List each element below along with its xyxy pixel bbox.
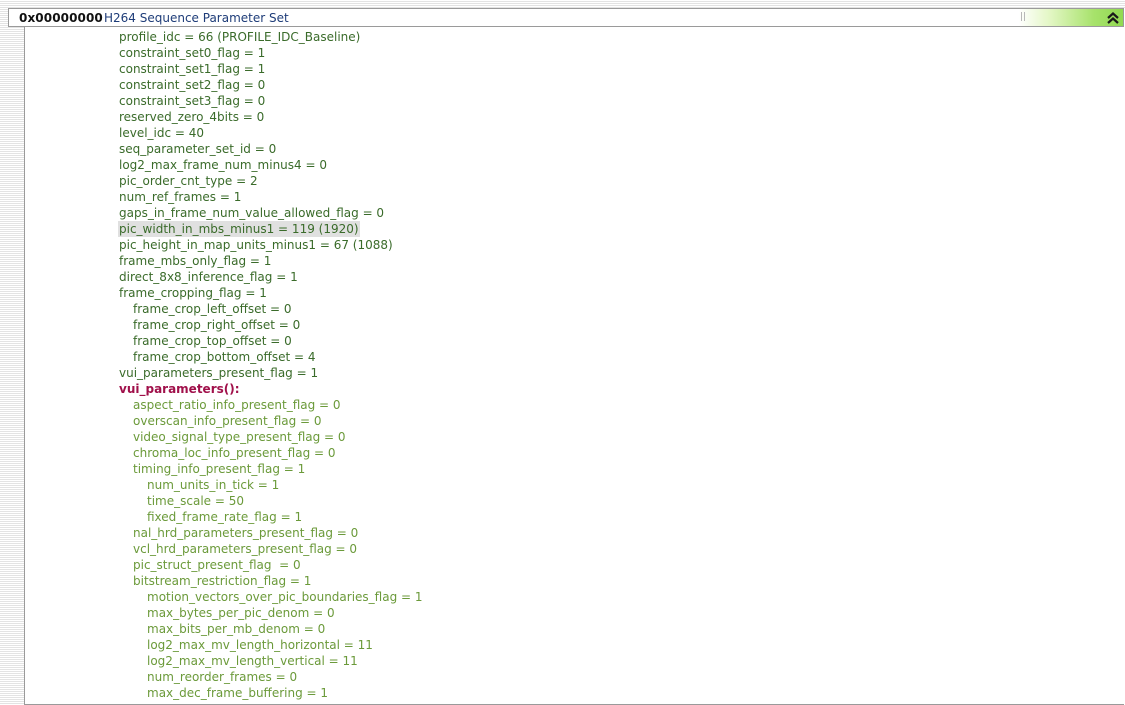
field-text: constraint_set2_flag = 0 bbox=[119, 78, 266, 92]
field-row[interactable]: seq_parameter_set_id = 0 bbox=[25, 141, 1124, 157]
field-text: profile_idc = 66 (PROFILE_IDC_Baseline) bbox=[119, 30, 361, 44]
field-text: log2_max_frame_num_minus4 = 0 bbox=[119, 158, 327, 172]
field-text: timing_info_present_flag = 1 bbox=[133, 462, 306, 476]
field-row[interactable]: frame_mbs_only_flag = 1 bbox=[25, 253, 1124, 269]
field-text: frame_mbs_only_flag = 1 bbox=[119, 254, 272, 268]
sps-panel: 0x00000000 H264 Sequence Parameter Set p… bbox=[8, 8, 1124, 705]
field-row[interactable]: frame_crop_bottom_offset = 4 bbox=[25, 349, 1124, 365]
field-text: level_idc = 40 bbox=[119, 126, 205, 140]
field-text: time_scale = 50 bbox=[147, 494, 244, 508]
field-text: gaps_in_frame_num_value_allowed_flag = 0 bbox=[119, 206, 385, 220]
field-row[interactable]: motion_vectors_over_pic_boundaries_flag … bbox=[25, 589, 1124, 605]
field-text: constraint_set3_flag = 0 bbox=[119, 94, 266, 108]
field-text: overscan_info_present_flag = 0 bbox=[133, 414, 322, 428]
field-row[interactable]: overscan_info_present_flag = 0 bbox=[25, 413, 1124, 429]
field-text: max_bits_per_mb_denom = 0 bbox=[147, 622, 326, 636]
field-text: frame_cropping_flag = 1 bbox=[119, 286, 267, 300]
field-text: seq_parameter_set_id = 0 bbox=[119, 142, 277, 156]
field-text: num_units_in_tick = 1 bbox=[147, 478, 280, 492]
grip-icon bbox=[1020, 12, 1026, 21]
field-row[interactable]: max_dec_frame_buffering = 1 bbox=[25, 685, 1124, 701]
field-text: vui_parameters(): bbox=[119, 382, 240, 396]
field-row[interactable]: vui_parameters_present_flag = 1 bbox=[25, 365, 1124, 381]
field-row[interactable]: pic_height_in_map_units_minus1 = 67 (108… bbox=[25, 237, 1124, 253]
field-text: reserved_zero_4bits = 0 bbox=[119, 110, 265, 124]
field-row[interactable]: aspect_ratio_info_present_flag = 0 bbox=[25, 397, 1124, 413]
field-text: constraint_set1_flag = 1 bbox=[119, 62, 266, 76]
field-text: pic_struct_present_flag = 0 bbox=[133, 558, 301, 572]
field-text: constraint_set0_flag = 1 bbox=[119, 46, 266, 60]
field-row[interactable]: bitstream_restriction_flag = 1 bbox=[25, 573, 1124, 589]
field-text: pic_height_in_map_units_minus1 = 67 (108… bbox=[119, 238, 393, 252]
field-row[interactable]: num_reorder_frames = 0 bbox=[25, 669, 1124, 685]
field-row[interactable]: level_idc = 40 bbox=[25, 125, 1124, 141]
background-stripes-left bbox=[0, 0, 24, 705]
field-row[interactable]: max_bits_per_mb_denom = 0 bbox=[25, 621, 1124, 637]
field-text: pic_width_in_mbs_minus1 = 119 (1920) bbox=[118, 221, 360, 237]
field-text: fixed_frame_rate_flag = 1 bbox=[147, 510, 303, 524]
field-row[interactable]: time_scale = 50 bbox=[25, 493, 1124, 509]
field-text: bitstream_restriction_flag = 1 bbox=[133, 574, 312, 588]
field-row[interactable]: chroma_loc_info_present_flag = 0 bbox=[25, 445, 1124, 461]
field-text: frame_crop_top_offset = 0 bbox=[133, 334, 292, 348]
field-row[interactable]: vcl_hrd_parameters_present_flag = 0 bbox=[25, 541, 1124, 557]
field-row[interactable]: constraint_set3_flag = 0 bbox=[25, 93, 1124, 109]
field-row[interactable]: nal_hrd_parameters_present_flag = 0 bbox=[25, 525, 1124, 541]
field-text: log2_max_mv_length_horizontal = 11 bbox=[147, 638, 373, 652]
field-text: pic_order_cnt_type = 2 bbox=[119, 174, 258, 188]
field-row[interactable]: num_units_in_tick = 1 bbox=[25, 477, 1124, 493]
field-row[interactable]: log2_max_frame_num_minus4 = 0 bbox=[25, 157, 1124, 173]
field-row[interactable]: fixed_frame_rate_flag = 1 bbox=[25, 509, 1124, 525]
field-row[interactable]: frame_cropping_flag = 1 bbox=[25, 285, 1124, 301]
field-text: log2_max_mv_length_vertical = 11 bbox=[147, 654, 358, 668]
field-row[interactable]: frame_crop_left_offset = 0 bbox=[25, 301, 1124, 317]
header-address: 0x00000000 bbox=[19, 11, 103, 25]
field-text: video_signal_type_present_flag = 0 bbox=[133, 430, 346, 444]
field-text: frame_crop_bottom_offset = 4 bbox=[133, 350, 316, 364]
field-text: chroma_loc_info_present_flag = 0 bbox=[133, 446, 336, 460]
field-row[interactable]: log2_max_mv_length_vertical = 11 bbox=[25, 653, 1124, 669]
field-text: frame_crop_left_offset = 0 bbox=[133, 302, 292, 316]
field-row[interactable]: frame_crop_top_offset = 0 bbox=[25, 333, 1124, 349]
field-row[interactable]: pic_order_cnt_type = 2 bbox=[25, 173, 1124, 189]
field-text: max_bytes_per_pic_denom = 0 bbox=[147, 606, 335, 620]
field-text: nal_hrd_parameters_present_flag = 0 bbox=[133, 526, 359, 540]
field-row[interactable]: timing_info_present_flag = 1 bbox=[25, 461, 1124, 477]
section-row[interactable]: vui_parameters(): bbox=[25, 381, 1124, 397]
background-stripes-top bbox=[0, 0, 1125, 8]
field-text: vui_parameters_present_flag = 1 bbox=[119, 366, 319, 380]
field-row[interactable]: constraint_set0_flag = 1 bbox=[25, 45, 1124, 61]
field-text: frame_crop_right_offset = 0 bbox=[133, 318, 301, 332]
field-row[interactable]: profile_idc = 66 (PROFILE_IDC_Baseline) bbox=[25, 29, 1124, 45]
field-row[interactable]: log2_max_mv_length_horizontal = 11 bbox=[25, 637, 1124, 653]
field-text: vcl_hrd_parameters_present_flag = 0 bbox=[133, 542, 358, 556]
field-text: direct_8x8_inference_flag = 1 bbox=[119, 270, 298, 284]
field-row[interactable]: reserved_zero_4bits = 0 bbox=[25, 109, 1124, 125]
field-row[interactable]: num_ref_frames = 1 bbox=[25, 189, 1124, 205]
field-text: num_ref_frames = 1 bbox=[119, 190, 242, 204]
double-chevron-up-icon bbox=[1107, 12, 1119, 24]
field-row[interactable]: max_bytes_per_pic_denom = 0 bbox=[25, 605, 1124, 621]
field-text: aspect_ratio_info_present_flag = 0 bbox=[133, 398, 341, 412]
field-row[interactable]: pic_width_in_mbs_minus1 = 119 (1920) bbox=[25, 221, 1124, 237]
field-text: num_reorder_frames = 0 bbox=[147, 670, 298, 684]
field-row[interactable]: constraint_set2_flag = 0 bbox=[25, 77, 1124, 93]
field-row[interactable]: pic_struct_present_flag = 0 bbox=[25, 557, 1124, 573]
field-text: motion_vectors_over_pic_boundaries_flag … bbox=[147, 590, 423, 604]
field-text: max_dec_frame_buffering = 1 bbox=[147, 686, 329, 700]
field-row[interactable]: video_signal_type_present_flag = 0 bbox=[25, 429, 1124, 445]
field-row[interactable]: frame_crop_right_offset = 0 bbox=[25, 317, 1124, 333]
panel-body: profile_idc = 66 (PROFILE_IDC_Baseline)c… bbox=[24, 27, 1124, 705]
field-row[interactable]: gaps_in_frame_num_value_allowed_flag = 0 bbox=[25, 205, 1124, 221]
panel-header[interactable]: 0x00000000 H264 Sequence Parameter Set bbox=[8, 8, 1124, 27]
header-title: H264 Sequence Parameter Set bbox=[104, 11, 289, 25]
collapse-button[interactable] bbox=[1105, 10, 1121, 26]
field-list: profile_idc = 66 (PROFILE_IDC_Baseline)c… bbox=[25, 29, 1124, 701]
field-row[interactable]: constraint_set1_flag = 1 bbox=[25, 61, 1124, 77]
field-row[interactable]: direct_8x8_inference_flag = 1 bbox=[25, 269, 1124, 285]
